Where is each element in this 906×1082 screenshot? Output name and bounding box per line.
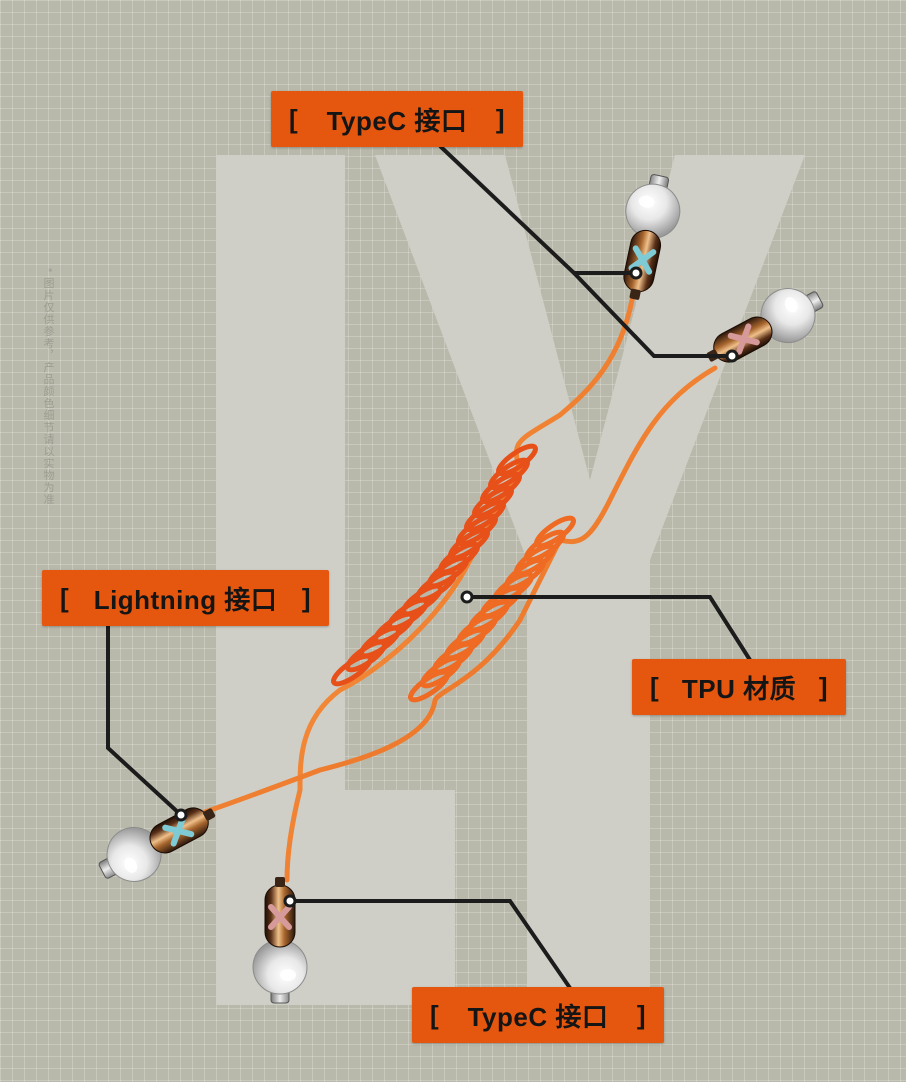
bracket-open: [	[650, 671, 660, 702]
bracket-open: [	[430, 999, 440, 1030]
label-text: TypeC 接口	[326, 105, 468, 136]
label-lightning: [ Lightning 接口 ]	[42, 570, 329, 626]
leader-lines	[106, 144, 752, 990]
background-letters	[216, 155, 805, 1005]
leader-typec-bottom	[290, 899, 572, 990]
bracket-close: ]	[636, 999, 646, 1030]
disclaimer-note: * 图片仅供参考，产品颜色细节请以实物为准	[42, 268, 54, 506]
label-typec-bottom: [ TypeC 接口 ]	[412, 987, 664, 1043]
connector-lightning	[89, 787, 227, 896]
bracket-open: [	[289, 103, 299, 134]
coil-section	[331, 443, 576, 703]
bracket-open: [	[60, 582, 70, 613]
cable-strand-b	[202, 365, 718, 815]
leader-tpu	[467, 595, 752, 662]
x-mark-icon	[727, 323, 760, 355]
leader-lightning	[106, 626, 183, 817]
label-text: TPU 材质	[681, 673, 797, 704]
x-mark-icon	[162, 815, 195, 847]
x-mark-icon	[628, 245, 657, 275]
leader-typec-top-2	[572, 271, 732, 358]
label-text: TypeC 接口	[467, 1001, 609, 1032]
connector-typec-bottom	[252, 876, 308, 1004]
bracket-close: ]	[818, 671, 828, 702]
bracket-close: ]	[301, 582, 311, 613]
x-mark-icon	[268, 904, 292, 930]
anchor-dots	[174, 266, 739, 908]
label-text: Lightning 接口	[93, 584, 278, 615]
cable-strand-a	[284, 297, 635, 883]
label-typec-top: [ TypeC 接口 ]	[271, 91, 523, 147]
connector-typec-right	[695, 274, 833, 383]
label-tpu: [ TPU 材质 ]	[632, 659, 846, 715]
connector-typec-top	[607, 169, 688, 306]
bracket-close: ]	[495, 103, 505, 134]
letter-y-shape	[375, 155, 805, 1005]
letter-l-shape	[216, 155, 455, 1005]
